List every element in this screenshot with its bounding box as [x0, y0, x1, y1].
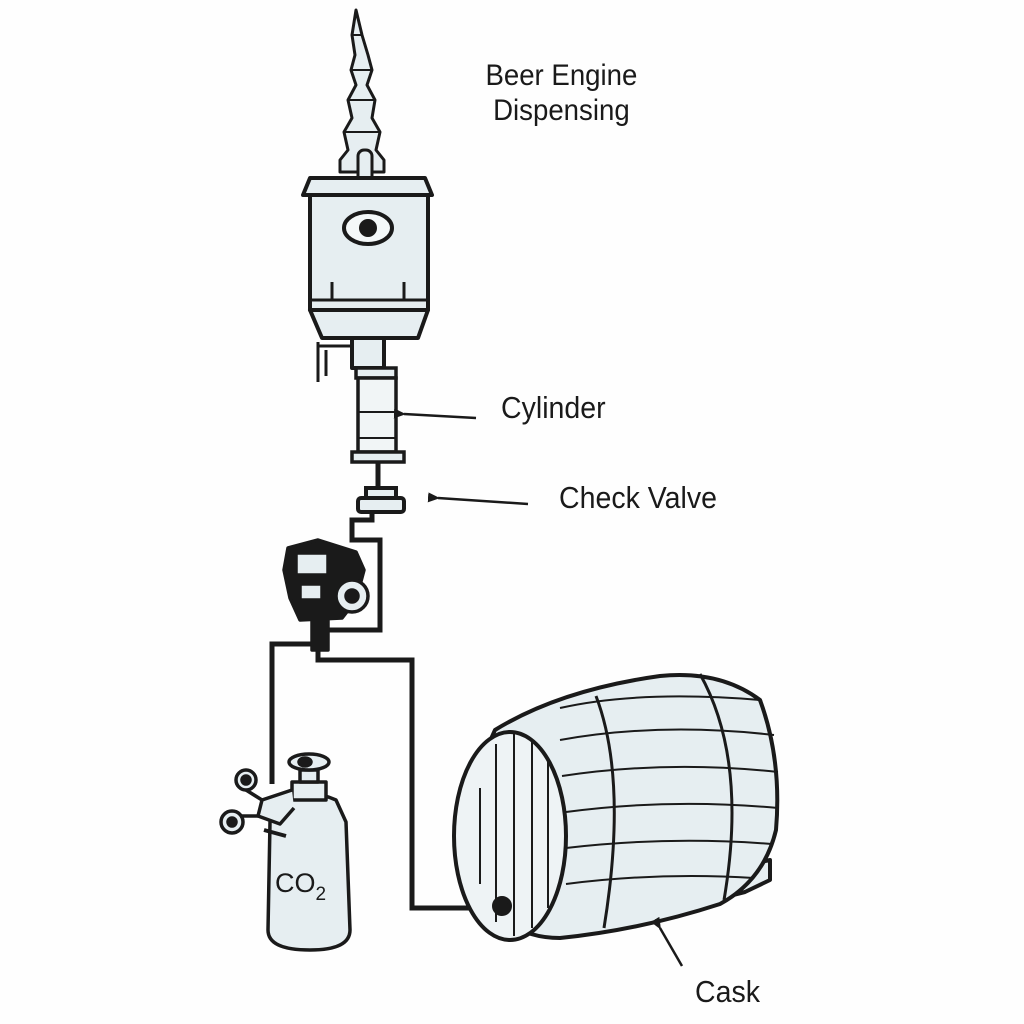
title-line-1: Beer Engine [485, 59, 638, 92]
cylinder-part [350, 366, 406, 494]
diagram-title: Beer Engine Dispensing [474, 58, 649, 129]
title-line-2: Dispensing [493, 94, 630, 128]
cask-arrow [650, 916, 684, 967]
co2-label-main: CO [275, 868, 316, 898]
co2-label: CO2 [275, 868, 326, 906]
cask-label: Cask [695, 974, 760, 1009]
co2-cylinder [219, 752, 352, 952]
pump-part [282, 538, 370, 652]
co2-label-subscript: 2 [315, 884, 327, 905]
cylinder-arrow [393, 408, 477, 420]
beer-engine-body [301, 176, 434, 382]
check-valve-part [356, 486, 406, 514]
check-valve-label: Check Valve [559, 480, 717, 515]
beer-lines [269, 512, 500, 911]
cylinder-label: Cylinder [501, 390, 606, 425]
check-valve-arrow [427, 492, 529, 506]
cask-barrel [452, 673, 780, 942]
